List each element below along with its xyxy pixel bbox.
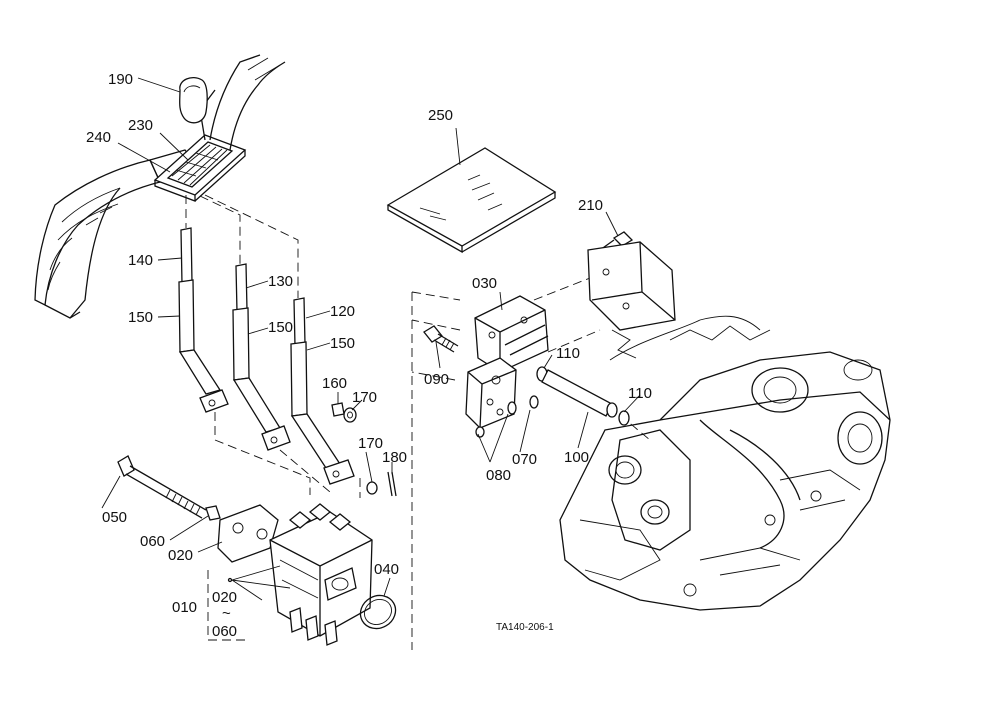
callout-240: 240 (86, 129, 111, 146)
callout-010: 010 (172, 599, 197, 616)
callout-090: 090 (424, 371, 449, 388)
drawing-reference: TA140-206-1 (496, 622, 554, 633)
lever-120 (290, 297, 355, 485)
lever-knob-190 (179, 76, 208, 124)
callout-160: 160 (322, 375, 347, 392)
cover-030 (474, 295, 549, 373)
callout-tilde: ~ (222, 605, 231, 622)
lever-140 (178, 227, 229, 413)
callout-040: 040 (374, 561, 399, 578)
callout-170-a: 170 (352, 389, 377, 406)
callout-110-b: 110 (628, 385, 652, 402)
bracket-210 (587, 231, 676, 359)
callout-050: 050 (102, 509, 127, 526)
callout-100: 100 (564, 449, 589, 466)
callout-070: 070 (512, 451, 537, 468)
fender-guide-plate (34, 149, 202, 319)
manual-250 (386, 147, 557, 254)
control-valve-010 (227, 503, 373, 646)
callout-120: 120 (330, 303, 355, 320)
callout-060-b: 060 (212, 623, 237, 640)
manifold-block (465, 357, 539, 438)
assembly-centerlines (185, 194, 651, 650)
callout-110-a: 110 (556, 345, 580, 362)
callout-labels: 190 230 240 140 150 130 150 120 150 160 … (86, 71, 652, 640)
callout-230: 230 (128, 117, 153, 134)
lever-130 (232, 263, 291, 451)
bolt-090 (423, 325, 459, 353)
callout-150-c: 150 (330, 335, 355, 352)
o-ring-040 (359, 594, 397, 630)
plate-020 (217, 504, 279, 563)
callout-140: 140 (128, 252, 153, 269)
callout-060-a: 060 (140, 533, 165, 550)
callout-020-b: 020 (212, 589, 237, 606)
callout-020-a: 020 (168, 547, 193, 564)
callout-030: 030 (472, 275, 497, 292)
pin-160-washer-170 (331, 402, 397, 497)
hydraulic-housing (559, 315, 891, 611)
bolt-050-nut-060 (117, 455, 221, 521)
lever-panel (153, 134, 247, 202)
callout-150-a: 150 (128, 309, 153, 326)
callout-170-b: 170 (358, 435, 383, 452)
callout-080: 080 (486, 467, 511, 484)
callout-190: 190 (108, 71, 133, 88)
callout-180: 180 (382, 449, 407, 466)
callout-250: 250 (428, 107, 453, 124)
callout-130: 130 (268, 273, 293, 290)
callout-150-b: 150 (268, 319, 293, 336)
fender-top (199, 54, 286, 151)
leader-lines (101, 77, 641, 597)
callout-210: 210 (578, 197, 603, 214)
pipe-100 (536, 366, 630, 426)
